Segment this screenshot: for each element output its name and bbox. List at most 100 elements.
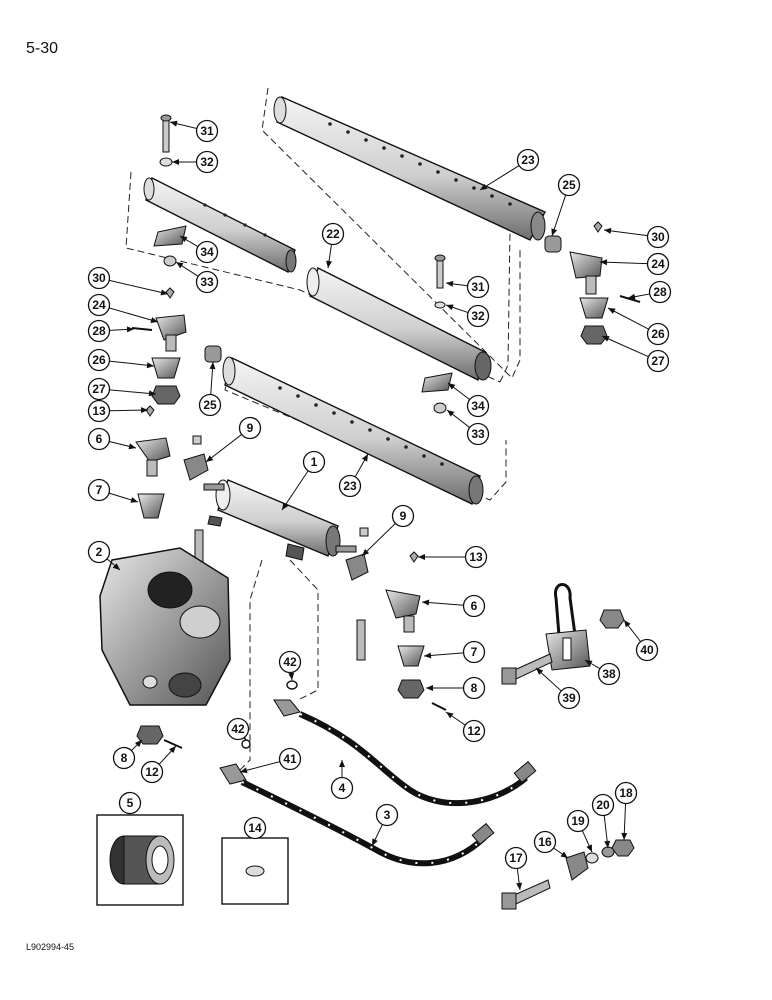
callout-16: 16 bbox=[533, 830, 557, 854]
callout-circle bbox=[375, 803, 399, 827]
callout-arrowhead bbox=[148, 390, 156, 397]
callout-circle bbox=[533, 830, 557, 854]
callout-number: 32 bbox=[471, 309, 485, 323]
callout-circle bbox=[198, 393, 222, 417]
callout-arrowhead bbox=[326, 260, 332, 268]
callout-number: 6 bbox=[96, 432, 103, 446]
callout-number: 42 bbox=[283, 655, 297, 669]
callout-circle bbox=[278, 747, 302, 771]
callout-number: 23 bbox=[521, 153, 535, 167]
callout-circle bbox=[87, 293, 111, 317]
callout-circle bbox=[646, 252, 670, 276]
callout-circle bbox=[195, 240, 219, 264]
bracket-34-right bbox=[421, 372, 453, 414]
callout-arrowhead bbox=[621, 832, 628, 840]
callout-number: 3 bbox=[384, 808, 391, 822]
callout-circle bbox=[195, 270, 219, 294]
callout-number: 33 bbox=[471, 427, 485, 441]
callout-arrowhead bbox=[446, 304, 454, 311]
callout-arrowhead bbox=[586, 844, 592, 852]
callout-arrowhead bbox=[112, 563, 120, 570]
callout-arrowhead bbox=[362, 548, 370, 556]
callout-arrowhead bbox=[169, 746, 176, 754]
callout-circle bbox=[462, 719, 486, 743]
tube-23-upper bbox=[273, 96, 546, 241]
tube-short-upper-left bbox=[143, 176, 297, 273]
callout-39: 39 bbox=[557, 686, 581, 710]
callout-22: 22 bbox=[321, 222, 345, 246]
callout-circle bbox=[87, 266, 111, 290]
callout-38: 38 bbox=[597, 662, 621, 686]
callout-number: 4 bbox=[339, 781, 346, 795]
callout-number: 7 bbox=[471, 645, 478, 659]
callout-arrowhead bbox=[604, 227, 612, 234]
callout-circle bbox=[243, 816, 267, 840]
callout-arrowhead bbox=[536, 668, 544, 675]
callout-arrowhead bbox=[282, 502, 289, 510]
callout-number: 27 bbox=[92, 382, 106, 396]
callout-4: 4 bbox=[330, 776, 354, 800]
callout-leader-line bbox=[361, 522, 396, 557]
callout-23: 23 bbox=[516, 148, 540, 172]
callout-arrowhead bbox=[560, 851, 568, 858]
callout-number: 14 bbox=[248, 821, 262, 835]
callout-7: 7 bbox=[87, 478, 111, 502]
callout-arrowhead bbox=[600, 259, 608, 266]
callout-circle bbox=[238, 416, 262, 440]
tie-rod-end-right-stack bbox=[544, 221, 641, 345]
callout-arrowhead bbox=[608, 308, 616, 314]
hose-4 bbox=[298, 711, 537, 807]
callout-circle bbox=[646, 349, 670, 373]
callout-26: 26 bbox=[646, 322, 670, 346]
callout-arrowhead bbox=[140, 407, 148, 414]
callout-arrowhead bbox=[134, 740, 142, 748]
callout-31: 31 bbox=[466, 275, 490, 299]
axle-bracket-2 bbox=[99, 547, 231, 706]
hose-3 bbox=[240, 779, 495, 867]
callout-leader-line bbox=[109, 279, 169, 295]
callout-6: 6 bbox=[462, 594, 486, 618]
callout-31: 31 bbox=[195, 119, 219, 143]
callout-circle bbox=[635, 638, 659, 662]
callout-8: 8 bbox=[462, 676, 486, 700]
callout-arrowhead bbox=[146, 362, 154, 369]
callout-arrowhead bbox=[339, 760, 345, 767]
callout-number: 9 bbox=[247, 421, 254, 435]
callout-arrowhead bbox=[172, 159, 179, 165]
callout-arrowhead bbox=[602, 336, 610, 342]
hose-fittings bbox=[219, 680, 301, 785]
callout-leader-line bbox=[601, 335, 649, 358]
callout-number: 6 bbox=[471, 599, 478, 613]
callout-circle bbox=[597, 662, 621, 686]
callout-leader-line bbox=[607, 307, 649, 330]
callout-arrowhead bbox=[551, 228, 558, 236]
callout-arrowhead bbox=[624, 620, 631, 628]
callout-number: 1 bbox=[311, 455, 318, 469]
callout-42: 42 bbox=[226, 717, 250, 741]
callout-circle bbox=[391, 504, 415, 528]
callout-arrowhead bbox=[150, 317, 158, 323]
callout-number: 34 bbox=[471, 399, 485, 413]
callout-20: 20 bbox=[591, 793, 615, 817]
callout-arrowhead bbox=[372, 838, 378, 846]
callout-33: 33 bbox=[195, 270, 219, 294]
callout-arrowhead bbox=[209, 362, 216, 370]
callout-24: 24 bbox=[646, 252, 670, 276]
callout-arrowhead bbox=[170, 120, 178, 127]
callout-number: 26 bbox=[92, 353, 106, 367]
callout-circle bbox=[504, 846, 528, 870]
callout-leader-line bbox=[599, 261, 648, 265]
callout-arrowhead bbox=[240, 767, 248, 774]
callout-number: 8 bbox=[471, 681, 478, 695]
callout-number: 32 bbox=[200, 155, 214, 169]
leader-arrowheads bbox=[112, 120, 636, 890]
callout-number: 33 bbox=[200, 275, 214, 289]
hose-bracket-38 bbox=[501, 583, 625, 685]
callout-27: 27 bbox=[87, 377, 111, 401]
callout-30: 30 bbox=[646, 225, 670, 249]
callout-circle bbox=[195, 150, 219, 174]
callout-circle bbox=[466, 304, 490, 328]
callout-30: 30 bbox=[87, 266, 111, 290]
callout-leader-line bbox=[109, 360, 155, 367]
